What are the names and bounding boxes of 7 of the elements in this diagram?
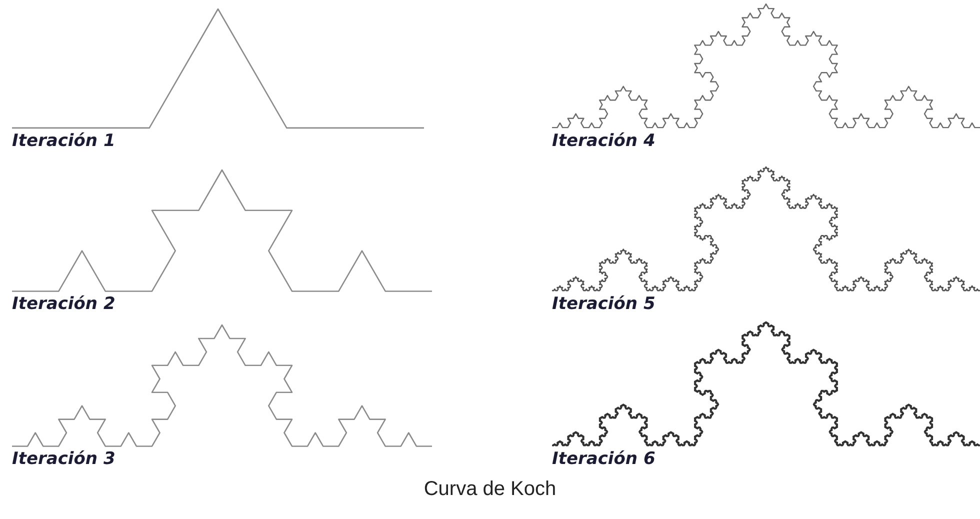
iteration-label: Iteración 3 (12, 448, 116, 469)
iteration-label: Iteración 4 (552, 130, 656, 151)
caption: Curva de Koch (422, 478, 558, 501)
iteration-label: Iteración 2 (12, 294, 116, 314)
iteration-label: Iteración 1 (12, 130, 116, 151)
iteration-label: Iteración 5 (552, 294, 656, 314)
iteration-label: Iteración 6 (552, 448, 656, 469)
